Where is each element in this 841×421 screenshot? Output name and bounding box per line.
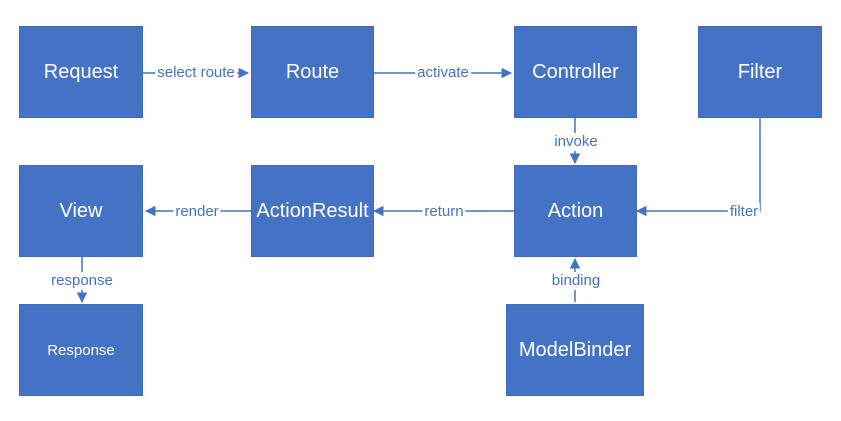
label-select-route: select route [155,64,237,82]
label-render: render [173,203,221,221]
label-filter: filter [727,203,761,221]
node-action-result: ActionResult [251,165,374,257]
node-view: View [19,165,143,257]
node-request: Request [19,26,143,118]
node-route: Route [251,26,374,118]
label-activate: activate [415,64,471,82]
node-model-binder: ModelBinder [506,304,644,396]
node-filter: Filter [698,26,822,118]
label-return: return [422,203,466,221]
label-invoke: invoke [552,133,600,151]
label-binding: binding [549,272,603,290]
node-response: Response [19,304,143,396]
edge-filter [635,118,761,217]
label-response: response [49,272,115,290]
node-action: Action [514,165,637,257]
node-controller: Controller [514,26,637,118]
